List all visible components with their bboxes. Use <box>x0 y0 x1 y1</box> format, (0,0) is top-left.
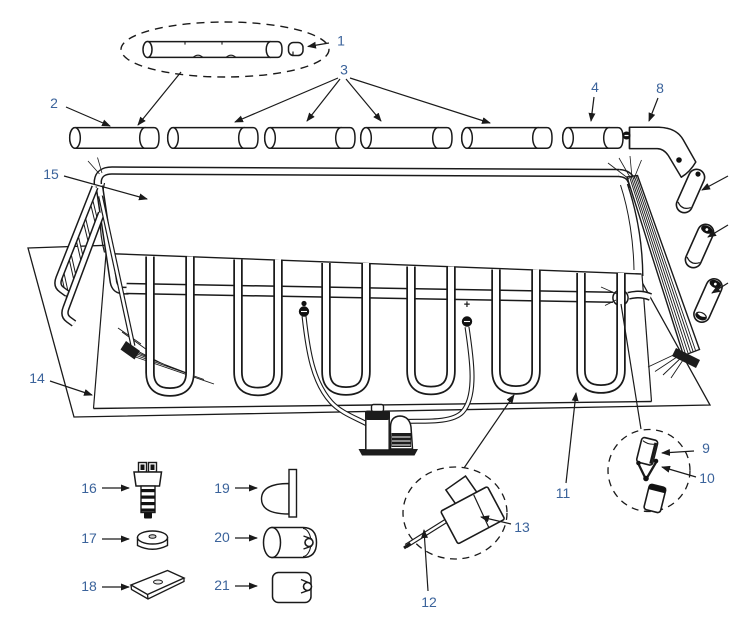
cutoff-callout-arrows <box>701 175 729 294</box>
detail-ellipse-outline <box>120 21 330 78</box>
callout-label-16: 16 <box>81 480 97 496</box>
horizontal-beam-short <box>561 126 624 149</box>
inlet-nub <box>301 300 307 307</box>
callout-12: 12 <box>421 529 437 610</box>
wedge-plate-part <box>129 569 186 600</box>
filter-pump <box>358 403 418 456</box>
plus-marker: + <box>464 299 470 311</box>
detail-circle-clips <box>607 303 691 514</box>
callout-2: 2 <box>50 95 111 127</box>
pump-cap <box>370 403 385 413</box>
callout-label-18: 18 <box>81 578 97 594</box>
left-end-truss <box>54 157 140 360</box>
callout-19: 19 <box>214 480 258 496</box>
u-leg <box>491 269 541 395</box>
callout-13: 13 <box>480 515 530 535</box>
horizontal-beam <box>460 126 553 149</box>
pool-top-rail <box>93 166 638 295</box>
callout-label-20: 20 <box>214 529 230 545</box>
u-leg <box>145 256 195 397</box>
detail-circle-skimmer <box>402 394 515 560</box>
callout-8: 8 <box>648 80 664 122</box>
callout-1: 1 <box>307 33 345 49</box>
dome-cap-part <box>260 468 298 518</box>
u-leg <box>576 273 626 394</box>
rail-segment <box>684 223 715 269</box>
drain-valve-part <box>133 461 163 519</box>
horizontal-beam <box>166 126 259 149</box>
rail-segment <box>675 168 706 214</box>
pool-legs <box>145 256 626 397</box>
top-rail-beam <box>142 40 271 59</box>
hose-assembly: + <box>298 299 475 427</box>
rail-segment <box>693 277 723 324</box>
rail-clip-pin <box>287 41 304 57</box>
top-rail-detail-ellipse <box>120 21 330 78</box>
callout-14: 14 <box>29 370 93 396</box>
u-leg <box>321 263 371 396</box>
horizontal-beam <box>359 126 453 149</box>
callout-label-21: 21 <box>214 577 230 593</box>
callout-label-4: 4 <box>591 79 599 95</box>
callout-label-12: 12 <box>421 594 437 610</box>
callout-16: 16 <box>81 480 130 496</box>
sleeve-part <box>643 483 667 514</box>
cap-clip-part <box>271 571 313 604</box>
callout-label-11: 11 <box>556 485 571 501</box>
callout-label-3: 3 <box>340 62 348 78</box>
callout-label-8: 8 <box>656 80 664 96</box>
curved-corner-rail <box>622 126 697 178</box>
callouts: 1 2 3 4 8 15 14 <box>29 33 715 611</box>
callout-label-15: 15 <box>43 166 59 182</box>
callout-label-9: 9 <box>702 440 710 456</box>
u-leg <box>406 266 456 396</box>
callout-label-10: 10 <box>699 470 715 486</box>
callout-9: 9 <box>661 440 710 456</box>
callout-21: 21 <box>214 577 258 593</box>
callout-18: 18 <box>81 578 130 594</box>
washer-part <box>136 530 169 550</box>
horizontal-beam <box>263 126 356 149</box>
callout-label-19: 19 <box>214 480 230 496</box>
u-leg <box>233 259 283 397</box>
frame-tubes-row <box>68 126 624 149</box>
sleeve-part <box>635 436 659 466</box>
callout-label-2: 2 <box>50 95 58 111</box>
callout-label-13: 13 <box>514 519 530 535</box>
callout-3: 3 <box>234 62 491 124</box>
callout-20: 20 <box>214 529 258 545</box>
callout-15: 15 <box>43 166 148 201</box>
callout-label-14: 14 <box>29 370 45 386</box>
callout-label-17: 17 <box>81 530 97 546</box>
plug-cap-part <box>262 526 318 559</box>
callout-label-1: 1 <box>337 33 345 49</box>
callout-11: 11 <box>556 392 579 501</box>
callout-17: 17 <box>81 530 130 546</box>
v-clip-part <box>636 458 659 482</box>
right-end-truss <box>607 155 701 368</box>
callout-10: 10 <box>661 465 715 486</box>
detail-leader-arrow <box>137 71 182 126</box>
horizontal-beam <box>68 126 160 149</box>
pump-lid <box>365 410 390 420</box>
callout-4: 4 <box>588 79 599 122</box>
